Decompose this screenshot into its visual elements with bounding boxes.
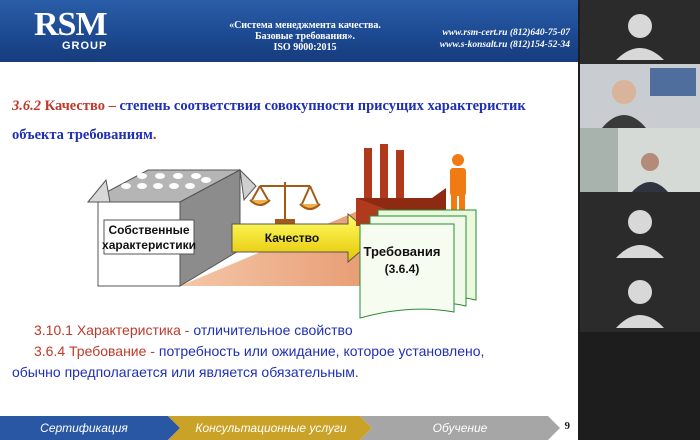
clause-number: 3.6.2 bbox=[12, 98, 41, 114]
quality-diagram: Собственные характеристики Качество bbox=[86, 144, 477, 319]
participant-tile-1[interactable] bbox=[580, 0, 700, 64]
scales-icon bbox=[249, 182, 321, 225]
participant-tile-2[interactable] bbox=[580, 64, 700, 128]
requirement-definition-cont: обычно предполагается или является обяза… bbox=[12, 364, 359, 380]
avatar-placeholder-icon bbox=[580, 0, 700, 64]
footer-bar bbox=[0, 416, 560, 440]
presentation-slide: RSM GROUP «Система менеджмента качества.… bbox=[0, 0, 578, 440]
quality-definition: степень соответствия совокупности присущ… bbox=[12, 98, 526, 143]
participant-tile-4[interactable] bbox=[580, 192, 700, 262]
slide-header: RSM GROUP «Система менеджмента качества.… bbox=[0, 0, 578, 62]
characteristic-definition: 3.10.1 Характеристика - отличительное св… bbox=[34, 322, 353, 338]
slide-footer: Сертификация Консультационные услуги Обу… bbox=[0, 416, 578, 440]
logo: RSM bbox=[34, 6, 108, 43]
footer-consulting[interactable]: Консультационные услуги bbox=[195, 421, 347, 435]
page-number: 9 bbox=[564, 420, 571, 432]
header-title: «Система менеджмента качества. Базовые т… bbox=[229, 20, 381, 53]
participant-tile-5[interactable] bbox=[580, 262, 700, 332]
box-label-line2: характеристики bbox=[102, 238, 196, 252]
term-quality: Качество – bbox=[44, 98, 116, 114]
contact-line-2: www.s-konsalt.ru (812)154-52-34 bbox=[439, 40, 570, 50]
logo-subtitle: GROUP bbox=[62, 40, 108, 52]
header-contacts: www.rsm-cert.ru (812)640-75-07 www.s-kon… bbox=[420, 27, 570, 51]
requirements-label-line2: (3.6.4) bbox=[385, 262, 420, 276]
avatar-placeholder-icon bbox=[580, 262, 700, 332]
documents-icon bbox=[359, 209, 477, 319]
requirements-label-line1: Требования bbox=[364, 244, 441, 259]
definitions-block: 3.10.1 Характеристика - отличительное св… bbox=[12, 320, 572, 383]
box-label-line1: Собственные bbox=[108, 223, 189, 237]
contact-line-1: www.rsm-cert.ru (812)640-75-07 bbox=[442, 28, 570, 38]
requirement-definition: 3.6.4 Требование - потребность или ожида… bbox=[34, 343, 485, 359]
footer-training[interactable]: Обучение bbox=[432, 421, 488, 435]
participant-video-icon bbox=[580, 64, 700, 128]
participant-video-icon bbox=[580, 128, 700, 192]
person-icon bbox=[450, 154, 466, 216]
arrow-label: Качество bbox=[265, 231, 319, 245]
box-label-area bbox=[103, 219, 195, 255]
definition-heading: 3.6.2 Качество – степень соответствия со… bbox=[12, 98, 526, 143]
avatar-placeholder-icon bbox=[580, 192, 700, 262]
participant-tile-3[interactable] bbox=[580, 128, 700, 192]
footer-certification[interactable]: Сертификация bbox=[40, 421, 128, 435]
